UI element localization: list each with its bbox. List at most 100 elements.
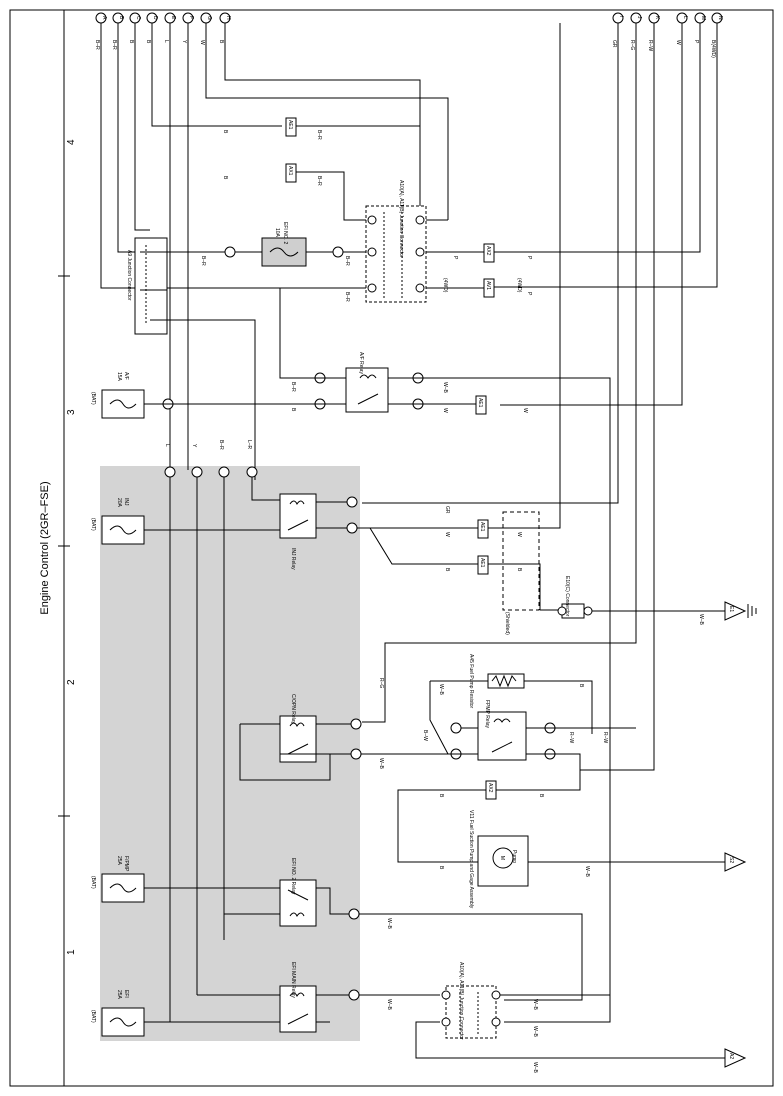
relay-efi-main: EFI MAIN Relay (197, 962, 440, 1033)
svg-text:Y: Y (181, 40, 187, 44)
svg-text:W–B: W–B (378, 758, 384, 770)
svg-text:B: B (222, 176, 228, 180)
svg-text:M: M (700, 16, 706, 20)
connector-F: F (182, 12, 194, 24)
svg-text:AE1: AE1 (477, 398, 483, 408)
svg-text:L: L (164, 444, 170, 447)
svg-text:A10(A), A11(B) Junction Connec: A10(A), A11(B) Junction Connector (458, 962, 464, 1040)
svg-text:B: B (516, 568, 522, 572)
svg-text:W–B: W–B (438, 684, 444, 696)
fuse-af-15a: 15A A/F (BAT) AE1 (90, 372, 487, 419)
svg-text:W–B: W–B (442, 382, 448, 394)
relay-efi-no2: EFI NO. 2 Relay (224, 858, 583, 1001)
connector-H: H (219, 12, 231, 24)
svg-text:Y: Y (191, 444, 197, 448)
svg-text:A/F: A/F (123, 372, 129, 380)
svg-text:B: B (222, 130, 228, 134)
relay-fpmp: FPMP Relay (360, 681, 636, 770)
fuse-inj-20a: 20A INJ (BAT) (90, 498, 280, 545)
svg-text:25A: 25A (116, 856, 122, 866)
svg-text:B: B (218, 40, 224, 44)
svg-text:R–W: R–W (568, 732, 574, 743)
svg-text:P: P (526, 256, 532, 260)
connector-D: D (146, 12, 158, 24)
svg-text:Pump: Pump (511, 850, 517, 863)
svg-text:25A: 25A (116, 990, 122, 1000)
svg-text:R–W: R–W (602, 732, 608, 743)
svg-text:D: D (152, 16, 158, 20)
svg-text:GR: GR (444, 506, 450, 514)
svg-text:M: M (499, 856, 505, 860)
svg-text:W: W (444, 532, 450, 537)
svg-text:B–R: B–R (316, 130, 322, 140)
ground-s2-icon (724, 852, 747, 872)
svg-text:B–R: B–R (218, 440, 224, 450)
svg-text:A9 Junction Connector: A9 Junction Connector (126, 250, 132, 301)
svg-text:I: I (618, 16, 624, 17)
svg-text:B–R: B–R (344, 292, 350, 302)
svg-text:V11 Fuel Suction Pump and Gage: V11 Fuel Suction Pump and Gage Assembly (468, 810, 474, 909)
relay-inj: INJ Relay (279, 493, 478, 570)
fuse-efi-25a: 25A EFI (BAT) (90, 990, 280, 1037)
junction-connector-top: A10(A), A11(B) Junction Connector (365, 180, 427, 303)
connector-N: N (711, 12, 723, 24)
svg-text:EFI: EFI (123, 990, 129, 998)
svg-text:B: B (145, 40, 151, 44)
e10-connector: E10(C) Connector E1 (540, 576, 757, 621)
svg-text:B: B (290, 408, 296, 412)
svg-text:(BAT): (BAT) (90, 392, 96, 405)
section-number-3: 3 (66, 409, 77, 415)
connector-G: G (200, 12, 212, 24)
fuse-efi-no2-10a: 10A EFI NO. 2 (167, 222, 366, 267)
relay-af: A/F Relay (279, 288, 611, 1023)
svg-text:INJ: INJ (123, 498, 129, 506)
svg-text:AX1: AX1 (287, 166, 293, 176)
svg-text:R–W: R–W (647, 40, 653, 51)
svg-text:E1: E1 (728, 606, 734, 612)
svg-text:W–B: W–B (698, 614, 704, 626)
connector-B: B (112, 12, 124, 24)
svg-text:P: P (693, 40, 699, 44)
svg-text:W: W (442, 408, 448, 413)
svg-text:S2: S2 (728, 857, 734, 863)
svg-text:W–B: W–B (532, 1026, 538, 1038)
svg-text:G: G (206, 16, 212, 20)
top-wire-labels: B–R B–R B B L Y W B GR R–G R–W W P B(4WD… (94, 40, 716, 58)
fuse-fpmp-25a: 25A F/PMP (BAT) (90, 856, 280, 903)
svg-text:15A: 15A (116, 372, 122, 382)
svg-text:B: B (444, 568, 450, 572)
svg-text:(BAT): (BAT) (90, 1010, 96, 1023)
svg-text:B: B (438, 866, 444, 870)
connector-E: E (164, 12, 176, 24)
svg-text:L: L (682, 16, 688, 19)
svg-text:GR: GR (611, 40, 617, 48)
svg-text:J: J (636, 16, 642, 19)
svg-text:W–B: W–B (532, 999, 538, 1011)
svg-text:(BAT): (BAT) (90, 518, 96, 531)
section-number-2: 2 (66, 679, 77, 685)
svg-text:EFI NO. 2: EFI NO. 2 (282, 222, 288, 244)
svg-text:W: W (199, 40, 205, 45)
relay-block-top-pins: L Y B–R L–R (164, 440, 280, 1022)
svg-text:B(4WD): B(4WD) (710, 40, 716, 58)
svg-text:K: K (654, 16, 660, 20)
svg-text:W–B: W–B (386, 918, 392, 930)
svg-text:AE1: AE1 (287, 120, 293, 130)
svg-text:W: W (522, 408, 528, 413)
junction-connector-a9: A9 Junction Connector (126, 237, 256, 480)
svg-text:A2: A2 (728, 1053, 734, 1059)
svg-text:A: A (101, 16, 107, 20)
svg-text:C/OPN Relay: C/OPN Relay (290, 694, 296, 725)
connector-A: A (95, 12, 107, 24)
junction-connector-bottom: A10(A), A11(B) Junction Connector A2 (415, 962, 747, 1068)
svg-text:H: H (225, 16, 231, 20)
svg-text:W–B: W–B (532, 1062, 538, 1074)
svg-text:P: P (526, 292, 532, 296)
ground-a2-icon (724, 1048, 747, 1068)
svg-text:(Shielded): (Shielded) (504, 612, 510, 635)
svg-text:AE1: AE1 (479, 522, 485, 532)
svg-text:W: W (675, 40, 681, 45)
page-frame (9, 9, 774, 1087)
svg-text:B–R: B–R (316, 176, 322, 186)
